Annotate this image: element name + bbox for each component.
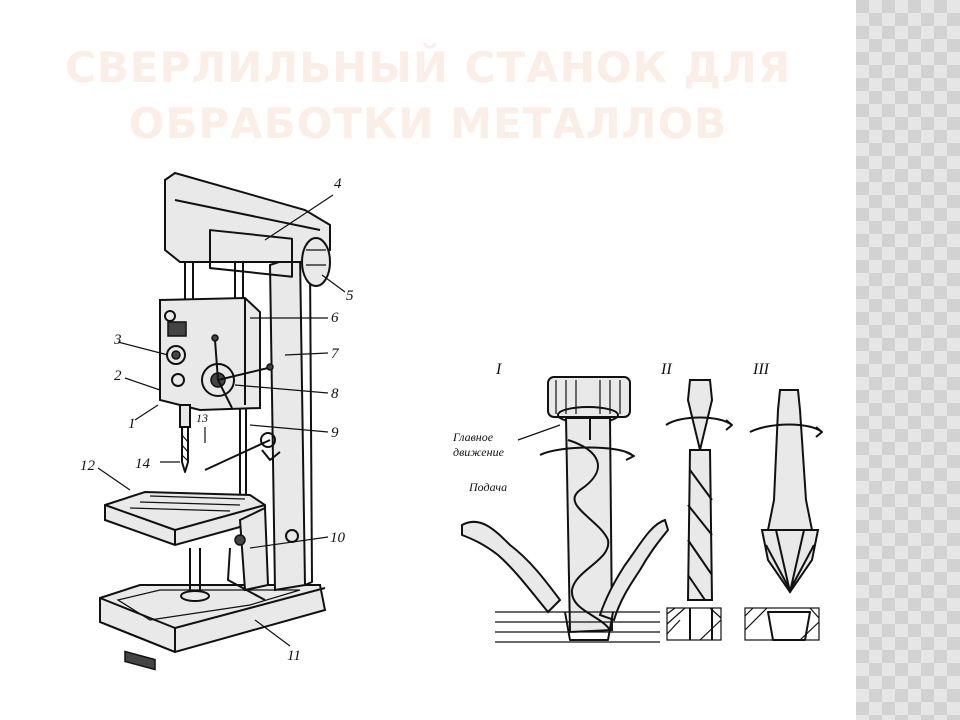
illustration: 4 5 6 7 8 9 10 11 12 13 14 3 2 1 — [80, 171, 823, 671]
label-4: 4 — [334, 176, 342, 192]
label-9: 9 — [331, 425, 339, 441]
label-10: 10 — [330, 530, 346, 546]
label-2: 2 — [114, 368, 122, 384]
label-5: 5 — [346, 288, 354, 304]
title-line-2: ОБРАБОТКИ МЕТАЛЛОВ — [128, 99, 728, 148]
label-6: 6 — [331, 310, 339, 326]
roman-label-1: I — [495, 361, 502, 378]
main-motion-label-line1: Главное — [452, 430, 494, 444]
main-motion-leader — [517, 424, 561, 441]
label-13: 13 — [196, 411, 208, 425]
drill-press-drawing — [97, 171, 346, 671]
label-3: 3 — [113, 332, 122, 348]
main-motion-label-line2: движение — [453, 445, 505, 459]
slide-title: СВЕРЛИЛЬНЫЙ СТАНОК ДЛЯ ОБРАБОТКИ МЕТАЛЛО… — [40, 40, 816, 152]
roman-label-2: II — [660, 361, 672, 378]
feed-label: Подача — [468, 480, 507, 494]
label-14: 14 — [135, 456, 151, 472]
label-8: 8 — [331, 386, 339, 402]
drill-bits-drawing — [461, 376, 823, 643]
roman-label-3: III — [752, 361, 770, 378]
decorative-side-pattern — [856, 0, 960, 720]
label-11: 11 — [287, 648, 301, 664]
label-7: 7 — [331, 346, 340, 362]
title-line-1: СВЕРЛИЛЬНЫЙ СТАНОК ДЛЯ — [64, 43, 792, 92]
label-12: 12 — [80, 458, 96, 474]
label-1: 1 — [128, 416, 136, 432]
